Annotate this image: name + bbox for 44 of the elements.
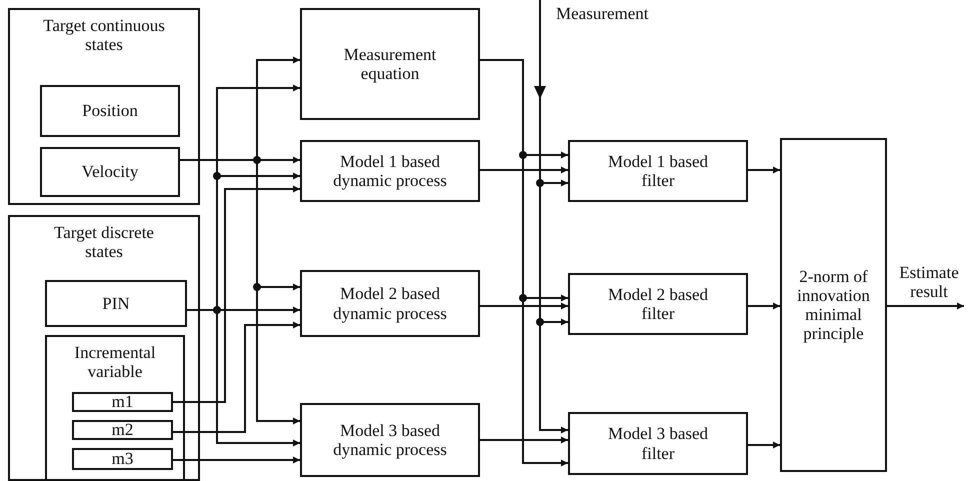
arrow (173, 456, 300, 464)
process-box (300, 270, 480, 337)
group-box (45, 335, 185, 481)
node-label: Model 2 based filter (606, 284, 710, 324)
arrow (748, 166, 780, 174)
process-box (72, 448, 173, 470)
node-label: Model 2 based dynamic process (332, 284, 448, 323)
node-label: m2 (112, 420, 134, 440)
group-box (8, 8, 200, 205)
arrow (748, 442, 780, 448)
node-label: Model 3 based filter (606, 424, 710, 463)
process-box (45, 280, 187, 327)
node-label: Incremental variable (73, 343, 157, 382)
process-box (72, 420, 173, 440)
process-box (40, 147, 180, 197)
process-box (40, 85, 180, 137)
node-label: PIN (102, 294, 130, 314)
node-label: Velocity (82, 162, 138, 182)
node-label: Measurement equation (342, 44, 438, 84)
node-label: Model 1 based dynamic process (332, 152, 448, 190)
process-box (72, 392, 173, 412)
node-label: Target continuous states (42, 16, 166, 54)
process-box (780, 138, 887, 472)
process-box (568, 412, 748, 475)
process-box (568, 273, 748, 335)
arrow (173, 322, 300, 433)
process-box (568, 140, 748, 202)
arrow (480, 436, 568, 444)
arrow (887, 302, 964, 310)
node-label: Target discrete states (53, 223, 155, 262)
node-label: m3 (112, 449, 134, 469)
arrow (748, 302, 780, 310)
process-box (300, 140, 480, 202)
arrow (173, 186, 300, 403)
node-label: Position (82, 101, 138, 121)
node-label: 2-norm of innovation minimal principle (796, 266, 871, 344)
arrow (480, 166, 568, 174)
group-box (8, 215, 200, 481)
process-box (300, 403, 480, 477)
node-label: Model 1 based filter (606, 152, 710, 190)
node-label: Model 3 based dynamic process (332, 420, 448, 460)
arrow (480, 302, 568, 310)
process-box (300, 8, 480, 120)
node-label: m1 (112, 392, 134, 412)
